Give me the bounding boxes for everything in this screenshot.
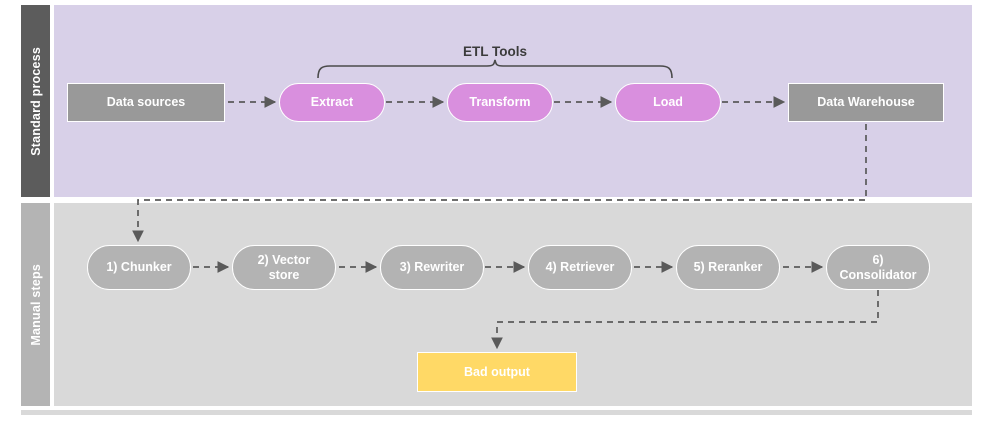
node-chunker-label: 1) Chunker xyxy=(106,260,172,275)
node-load-label: Load xyxy=(653,95,683,110)
node-reranker-label: 5) Reranker xyxy=(693,260,763,275)
node-bad-output-label: Bad output xyxy=(464,364,530,379)
etl-tools-label: ETL Tools xyxy=(463,44,527,59)
node-transform-label: Transform xyxy=(469,95,531,110)
node-data-sources-label: Data sources xyxy=(106,95,186,110)
node-bad-output[interactable]: Bad output xyxy=(417,352,577,392)
node-retriever-label: 4) Retriever xyxy=(545,260,615,275)
node-data-warehouse-label: Data Warehouse xyxy=(817,95,915,110)
node-extract[interactable]: Extract xyxy=(279,83,385,122)
node-consolidator-label: 6) Consolidator xyxy=(839,253,917,282)
node-data-sources[interactable]: Data sources xyxy=(67,83,225,122)
lane-header-standard-process-label: Standard process xyxy=(28,46,43,156)
node-data-warehouse[interactable]: Data Warehouse xyxy=(788,83,944,122)
node-load[interactable]: Load xyxy=(615,83,721,122)
bottom-divider xyxy=(21,410,972,415)
lane-header-manual-steps: Manual steps xyxy=(21,203,50,406)
node-vector-store-label: 2) Vector store xyxy=(257,253,311,282)
node-consolidator[interactable]: 6) Consolidator xyxy=(826,245,930,290)
node-chunker[interactable]: 1) Chunker xyxy=(87,245,191,290)
node-retriever[interactable]: 4) Retriever xyxy=(528,245,632,290)
node-rewriter[interactable]: 3) Rewriter xyxy=(380,245,484,290)
node-reranker[interactable]: 5) Reranker xyxy=(676,245,780,290)
node-rewriter-label: 3) Rewriter xyxy=(399,260,465,275)
node-transform[interactable]: Transform xyxy=(447,83,553,122)
lane-header-standard-process: Standard process xyxy=(21,5,50,197)
lane-header-manual-steps-label: Manual steps xyxy=(28,263,43,346)
node-extract-label: Extract xyxy=(310,95,354,110)
node-vector-store[interactable]: 2) Vector store xyxy=(232,245,336,290)
